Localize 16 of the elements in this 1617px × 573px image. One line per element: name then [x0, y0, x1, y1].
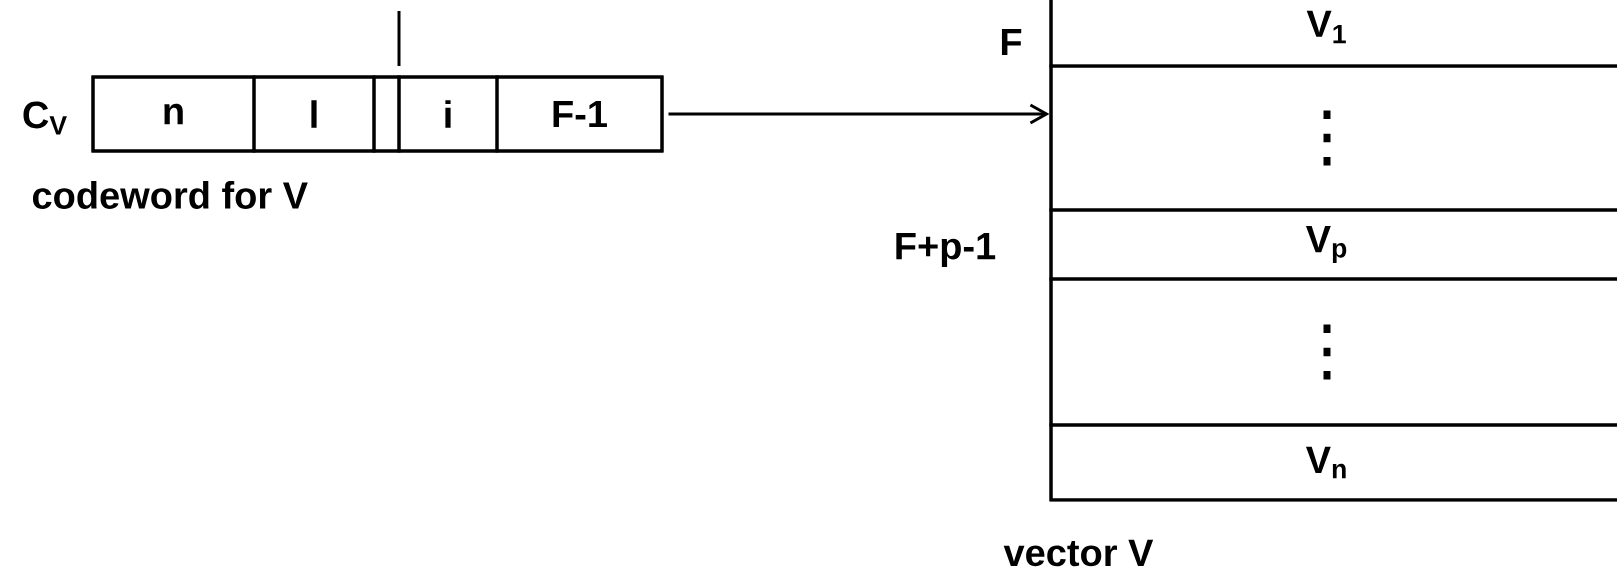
field-cell: F-1 — [495, 75, 664, 153]
field-cell: l — [252, 75, 376, 153]
row-address: F — [1001, 28, 1022, 56]
vector-row: V$_{1}$ — [1049, 0, 1617, 68]
field-cell — [372, 75, 401, 153]
box-caption: vector V — [1003, 539, 1154, 567]
row-address: F+p-1 — [896, 233, 996, 267]
vector-row: V$_{n}$ — [1049, 423, 1617, 502]
register-label: C$_{V}$ — [23, 101, 67, 135]
arrow — [668, 103, 1050, 125]
vector-row: ⋮ — [1049, 64, 1617, 212]
box-caption: codeword for V — [32, 181, 308, 209]
field-cell: i — [397, 75, 499, 153]
vector-row: ⋮ — [1049, 277, 1617, 427]
field-cell: n — [91, 75, 256, 153]
vector-row: V$_{p}$ — [1049, 208, 1617, 281]
